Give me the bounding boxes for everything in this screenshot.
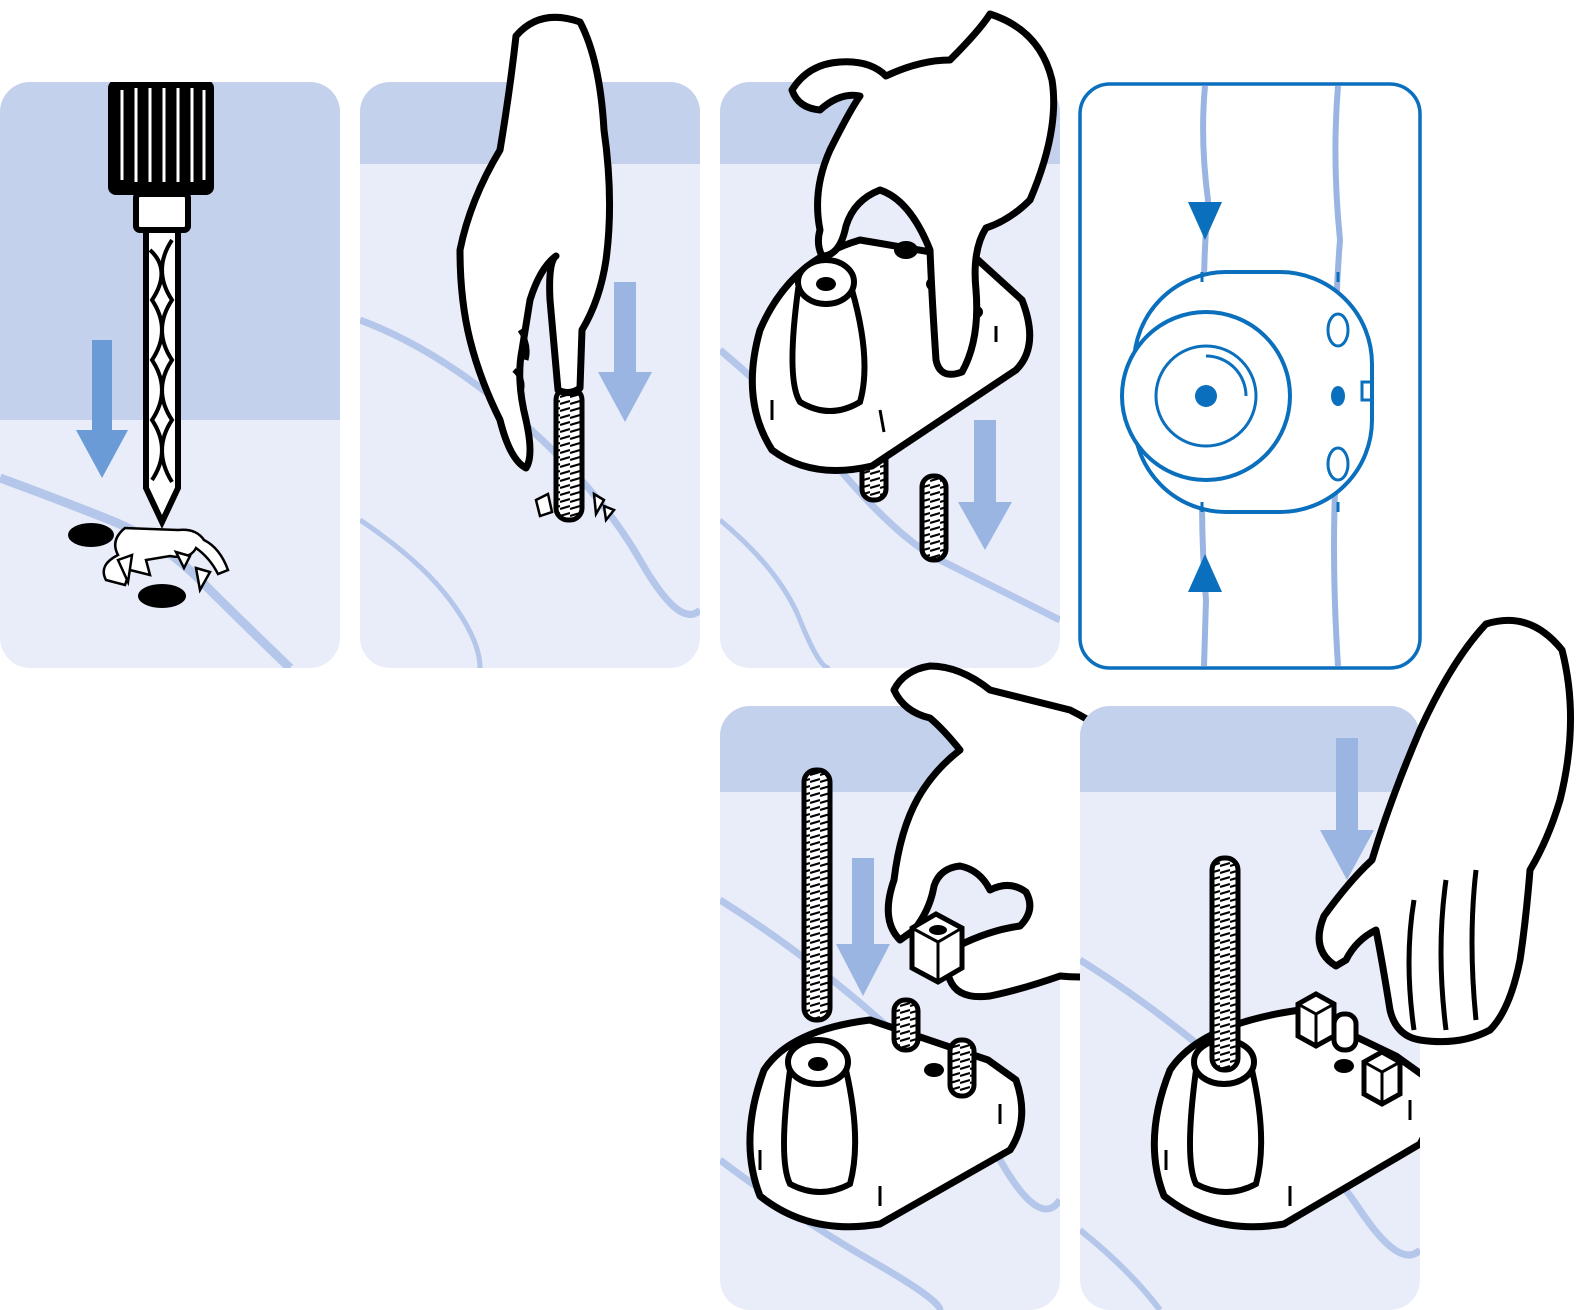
threaded-rod [801,767,833,1023]
step-2-insert-threaded-rod [360,82,700,668]
alignment-triangle-icon [1188,554,1222,592]
wall-crack-line [360,517,483,668]
drilled-hole [68,523,114,547]
hand-tightening-nut [1315,616,1575,1046]
step-1-drill-holes [0,82,340,668]
drilled-hole [138,584,186,608]
down-arrow-icon [598,282,652,422]
mount-hole-outline [1326,446,1350,482]
drill-bit [143,227,181,530]
hand-placing-base [788,10,1058,378]
down-arrow-icon [1320,738,1374,880]
step-4-alignment-detail [1078,82,1422,670]
alignment-triangle-icon [1188,202,1222,240]
drill-dust [534,491,617,524]
wall-crack-line [1080,1227,1163,1310]
down-arrow-icon [76,340,128,478]
threaded-rod [919,473,949,563]
threaded-rod [891,997,921,1053]
drill-dust [102,526,230,587]
threaded-rod [947,1037,977,1099]
hex-nut [909,911,965,985]
step-6-tighten-assembly [1080,706,1420,1310]
mount-hole [1331,386,1345,406]
down-arrow-icon [958,420,1012,550]
center-hole [1195,385,1217,407]
hand-holding-rod [456,13,614,472]
down-arrow-icon [836,858,890,996]
hex-nut [1295,991,1337,1049]
drill-chuck [108,82,214,233]
hex-nut [1361,1049,1403,1107]
threaded-rod [553,385,585,523]
wall-crack-line [720,518,831,668]
threaded-rod [1209,855,1241,1073]
mount-hole-outline [1326,312,1350,348]
